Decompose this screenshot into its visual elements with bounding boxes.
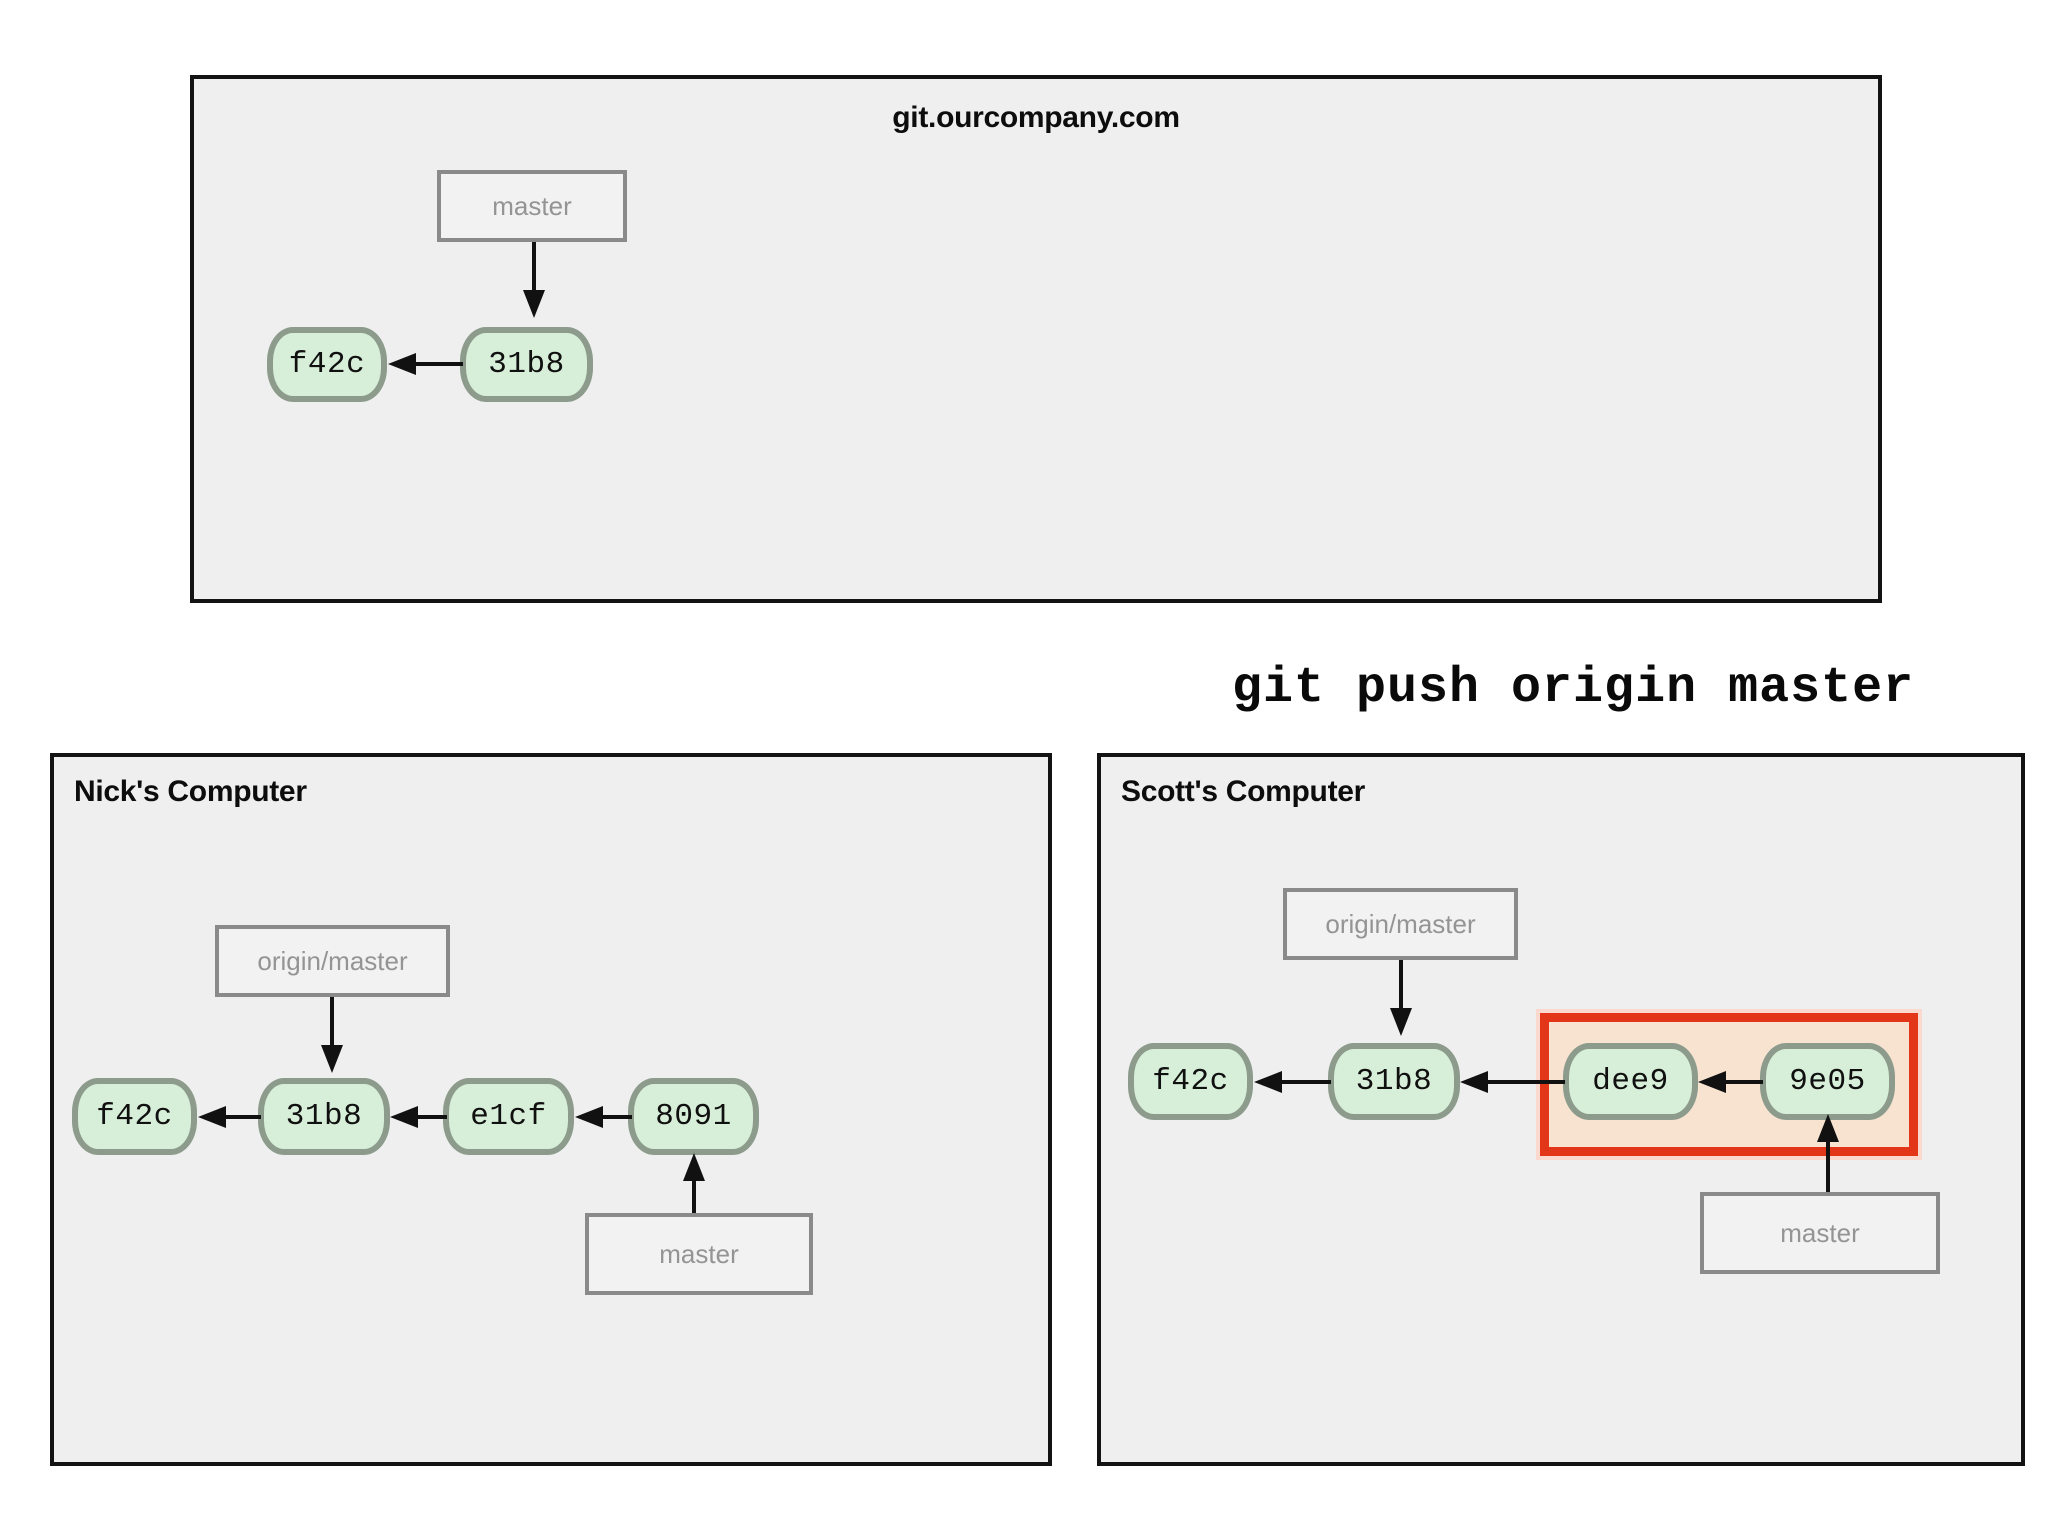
nick-arrow-8091-to-e1cf (574, 1105, 632, 1129)
server-branch-label-master-text: master (492, 190, 572, 221)
nick-commit-e1cf-label: e1cf (470, 1099, 547, 1134)
scott-commit-dee9-label: dee9 (1592, 1064, 1669, 1099)
server-branch-label-master: master (437, 170, 627, 242)
scott-branch-label-origin-master-text: origin/master (1325, 908, 1476, 939)
nick-commit-f42c: f42c (72, 1078, 197, 1155)
server-commit-31b8-label: 31b8 (488, 347, 565, 382)
nick-branch-label-origin-master: origin/master (215, 925, 450, 997)
command-caption: git push origin master (1232, 660, 1915, 717)
scott-arrow-9e05-to-dee9 (1697, 1070, 1763, 1094)
scott-commit-9e05: 9e05 (1760, 1043, 1895, 1120)
server-commit-f42c: f42c (267, 327, 387, 402)
nick-branch-label-origin-master-text: origin/master (257, 945, 408, 976)
scott-branch-label-master: master (1700, 1192, 1940, 1274)
nick-commit-e1cf: e1cf (443, 1078, 574, 1155)
server-arrow-31b8-to-f42c (387, 352, 463, 376)
server-arrow-master-to-31b8 (522, 242, 546, 322)
panel-server-title: git.ourcompany.com (892, 101, 1180, 134)
panel-scott-title: Scott's Computer (1121, 775, 1366, 808)
scott-arrow-dee9-to-31b8 (1459, 1070, 1565, 1094)
scott-commit-f42c-label: f42c (1152, 1064, 1229, 1099)
nick-commit-31b8-label: 31b8 (285, 1099, 363, 1134)
scott-branch-label-master-text: master (1780, 1217, 1860, 1248)
scott-branch-label-origin-master: origin/master (1283, 888, 1518, 960)
nick-arrow-e1cf-to-31b8 (389, 1105, 447, 1129)
scott-commit-f42c: f42c (1128, 1043, 1253, 1120)
server-commit-f42c-label: f42c (288, 347, 366, 382)
scott-commit-31b8-label: 31b8 (1355, 1064, 1433, 1099)
panel-server: git.ourcompany.com (190, 75, 1882, 603)
nick-arrow-31b8-to-f42c (197, 1105, 261, 1129)
nick-commit-f42c-label: f42c (96, 1099, 173, 1134)
nick-commit-8091-label: 8091 (655, 1099, 732, 1134)
scott-arrow-31b8-to-f42c (1253, 1070, 1331, 1094)
scott-commit-dee9: dee9 (1563, 1043, 1698, 1120)
scott-commit-9e05-label: 9e05 (1789, 1064, 1866, 1099)
nick-arrow-origin-master-to-31b8 (320, 997, 344, 1077)
server-commit-31b8: 31b8 (460, 327, 593, 402)
nick-commit-31b8: 31b8 (258, 1078, 390, 1155)
nick-commit-8091: 8091 (628, 1078, 759, 1155)
nick-branch-label-master: master (585, 1213, 813, 1295)
panel-nick-title: Nick's Computer (74, 775, 307, 808)
scott-commit-31b8: 31b8 (1328, 1043, 1460, 1120)
scott-arrow-master-to-9e05 (1816, 1113, 1840, 1195)
nick-branch-label-master-text: master (659, 1238, 739, 1269)
scott-arrow-origin-master-to-31b8 (1389, 960, 1413, 1040)
